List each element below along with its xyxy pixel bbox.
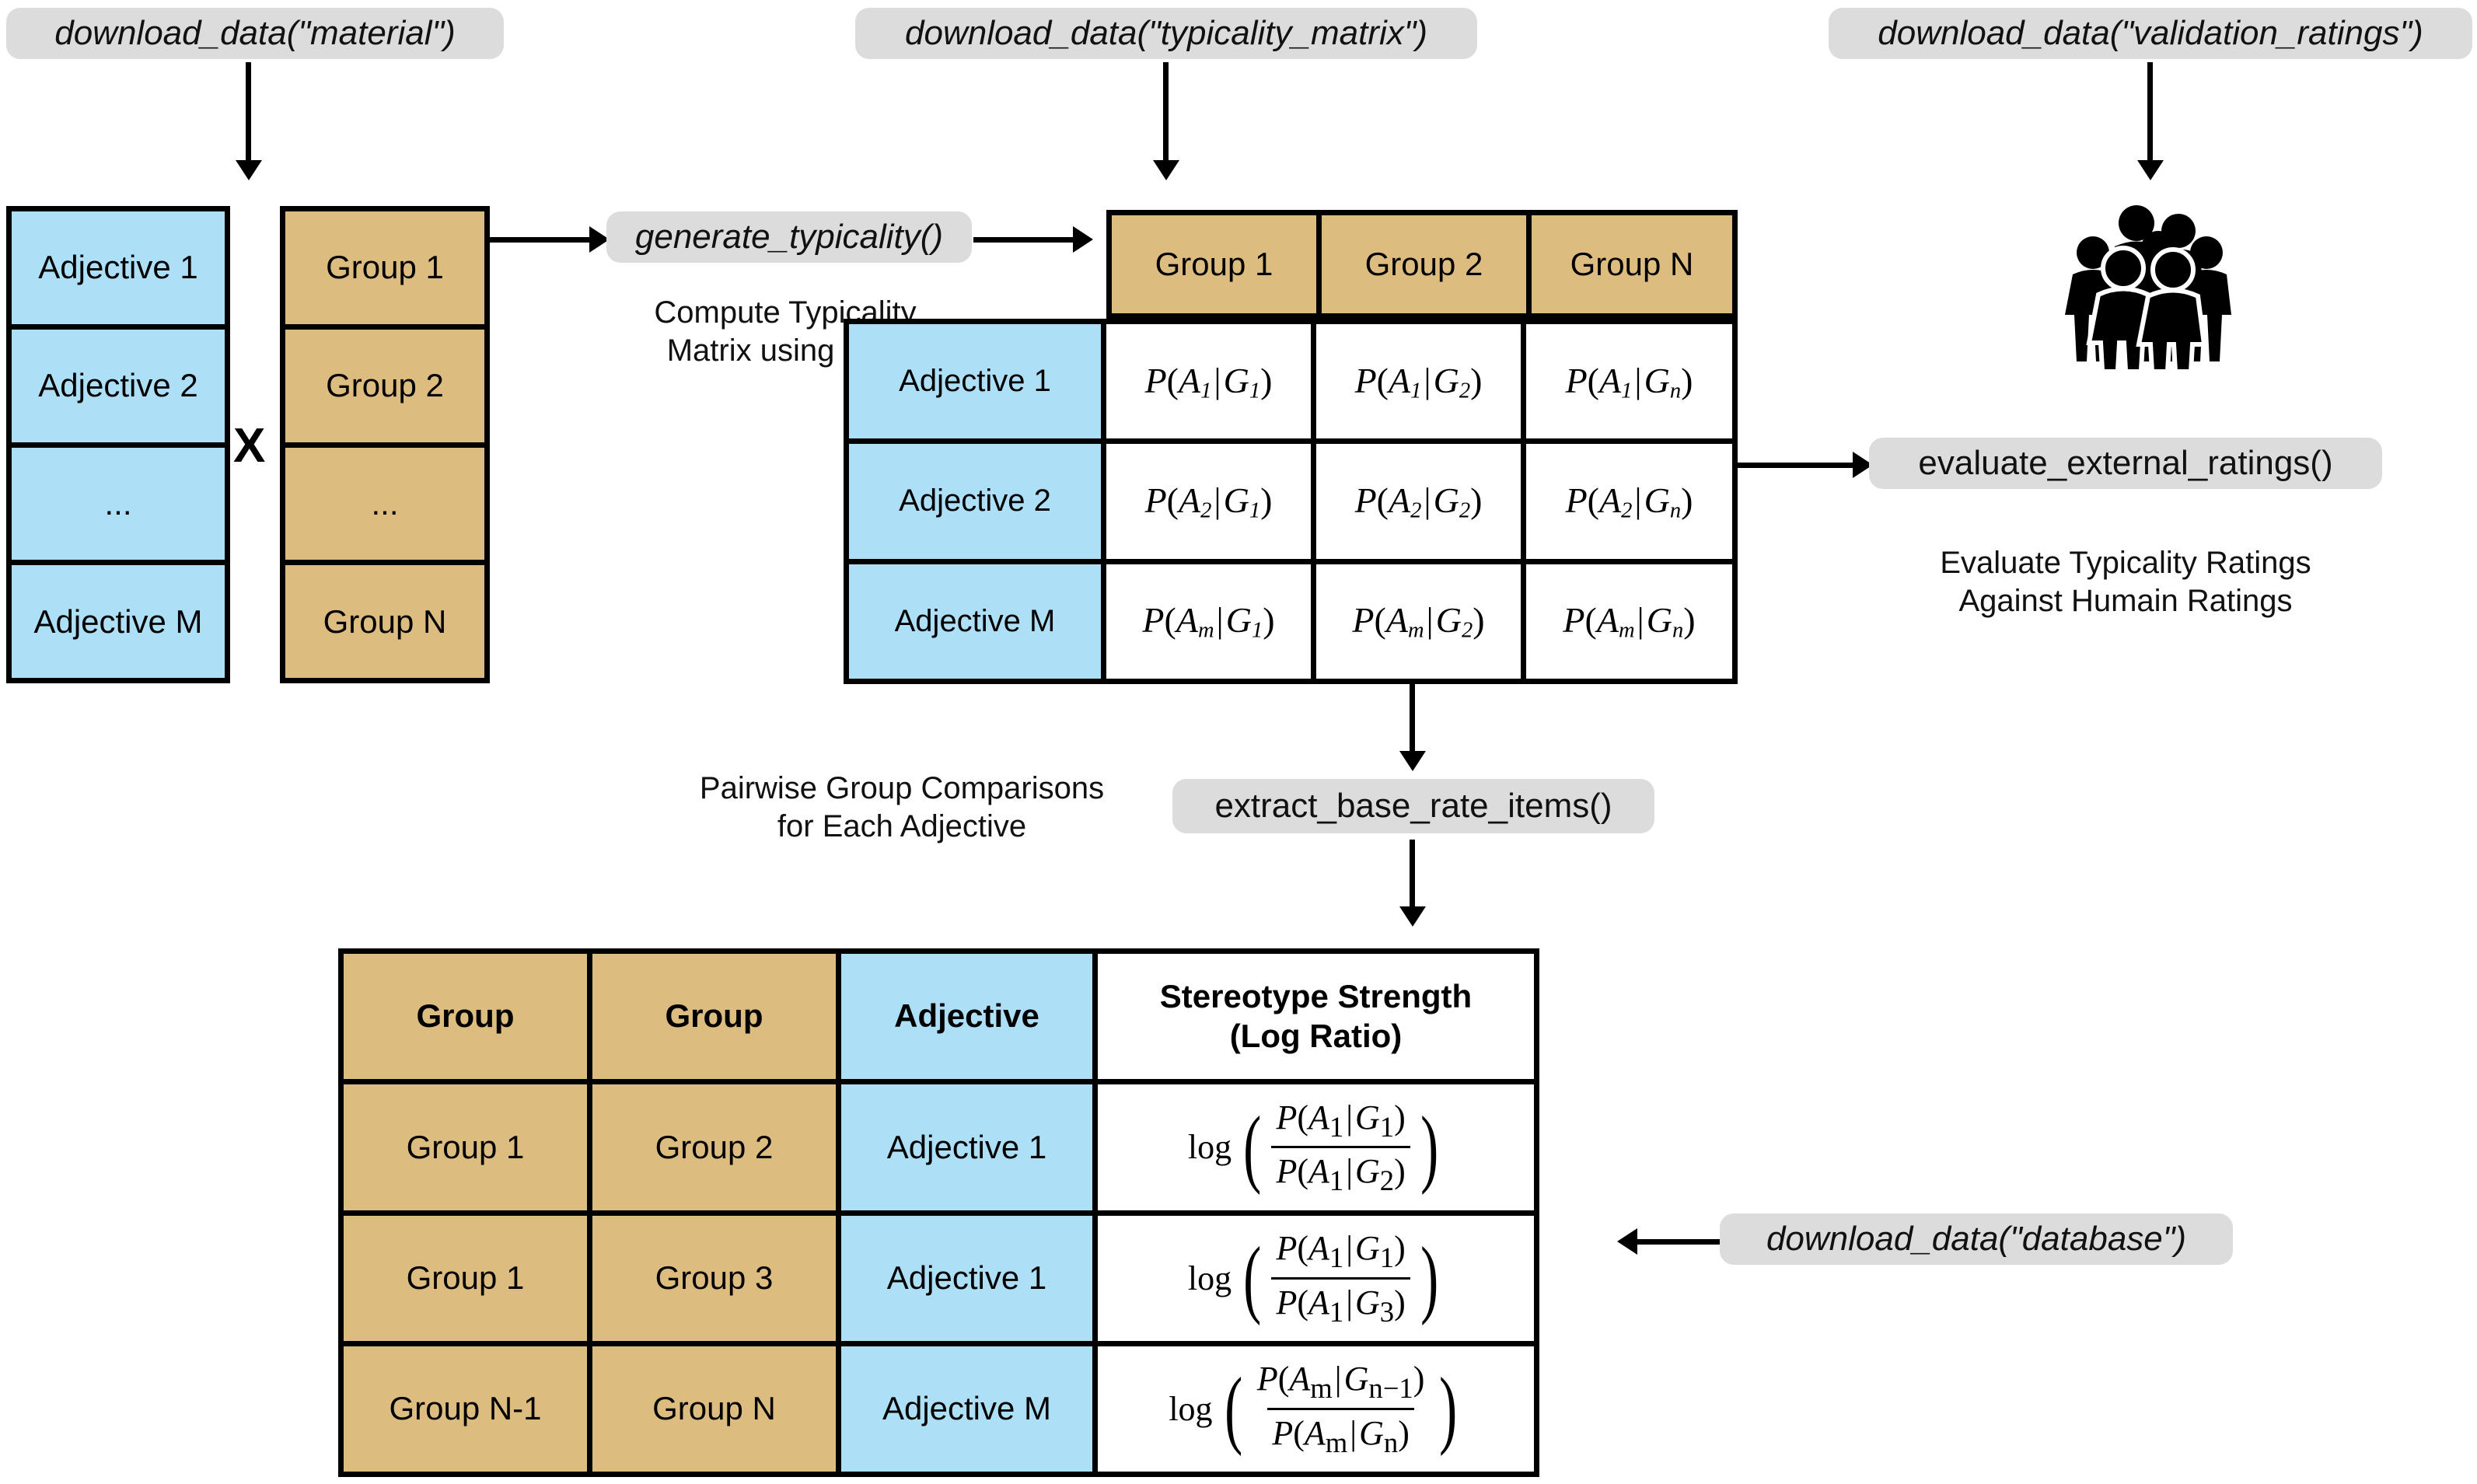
cell-log-ratio: log ( P(Am|Gn−1) P(Am|Gn) ) (1098, 1346, 1534, 1472)
matrix-col-header: Group 1 (1112, 215, 1322, 313)
arrow-group-to-generate-line (490, 237, 591, 243)
cell-adjective: Adjective 1 (841, 1215, 1098, 1341)
arrow-matrix-to-evaluate-line (1738, 463, 1854, 468)
matrix-row-header: Adjective 1 (849, 324, 1106, 439)
cell-group-b: Group N (592, 1346, 841, 1472)
adjective-list: Adjective 1 Adjective 2 ... Adjective M (6, 206, 230, 683)
arrow-extract-to-table-head (1399, 906, 1426, 927)
matrix-cell: P(Am|Gn) (1526, 564, 1732, 679)
group-list: Group 1 Group 2 ... Group N (280, 206, 490, 683)
adjective-cell[interactable]: ... (12, 447, 225, 566)
cell-group-a: Group 1 (344, 1084, 592, 1210)
log-label: log (1169, 1389, 1213, 1428)
matrix-cell: P(A2|G1) (1106, 444, 1316, 559)
arrow-typicality-head (1153, 160, 1179, 180)
matrix-cell: P(A2|Gn) (1526, 444, 1732, 559)
arrow-database-line (1636, 1239, 1721, 1245)
arrow-matrix-to-extract-head (1399, 751, 1426, 771)
log-label: log (1187, 1259, 1232, 1297)
pill-generate-typicality[interactable]: generate_typicality() (606, 211, 972, 263)
table-row: Group 1 Group 2 Adjective 1 log ( P(A1|G… (344, 1084, 1534, 1216)
table-row: Group 1 Group 3 Adjective 1 log ( P(A1|G… (344, 1215, 1534, 1346)
typicality-matrix-header: Group 1 Group 2 Group N (1106, 210, 1738, 319)
cell-log-ratio: log ( P(A1|G1) P(A1|G2) ) (1098, 1084, 1534, 1210)
pill-download-validation-ratings[interactable]: download_data("validation_ratings") (1829, 8, 2472, 59)
column-header-group-b: Group (592, 954, 841, 1080)
arrow-extract-to-table-line (1410, 840, 1415, 910)
people-group-icon (2065, 205, 2231, 369)
matrix-row: Adjective M P(Am|G1) P(Am|G2) P(Am|Gn) (849, 564, 1732, 679)
arrow-group-to-generate-head (589, 226, 610, 253)
matrix-cell: P(A1|G2) (1316, 324, 1526, 439)
arrow-generate-to-matrix-line (973, 237, 1074, 243)
arrow-validation-head (2137, 160, 2164, 180)
typicality-matrix-body: Adjective 1 P(A1|G1) P(A1|G2) P(A1|Gn) A… (844, 319, 1738, 684)
column-header-group-a: Group (344, 954, 592, 1080)
pill-extract-base-rate-items[interactable]: extract_base_rate_items() (1172, 779, 1654, 833)
matrix-cell: P(A1|G1) (1106, 324, 1316, 439)
arrow-material-line (246, 62, 251, 163)
adjective-cell[interactable]: Adjective M (12, 565, 225, 678)
matrix-row-header: Adjective M (849, 564, 1106, 679)
matrix-row-header: Adjective 2 (849, 444, 1106, 559)
cell-group-a: Group 1 (344, 1215, 592, 1341)
arrow-database-head (1617, 1228, 1637, 1255)
caption-pairwise-comparisons: Pairwise Group Comparisons for Each Adje… (699, 771, 1105, 843)
group-cell[interactable]: Group 1 (285, 211, 484, 330)
matrix-col-header: Group N (1532, 215, 1732, 313)
cell-group-b: Group 3 (592, 1215, 841, 1341)
adjective-cell[interactable]: Adjective 2 (12, 329, 225, 448)
log-label: log (1187, 1128, 1232, 1167)
cell-group-b: Group 2 (592, 1084, 841, 1210)
caption-evaluate-human-ratings: Evaluate Typicality Ratings Against Huma… (1940, 546, 2311, 618)
pill-download-material[interactable]: download_data("material") (6, 8, 504, 59)
matrix-cell: P(A1|Gn) (1526, 324, 1732, 439)
matrix-row: Adjective 2 P(A2|G1) P(A2|G2) P(A2|Gn) (849, 444, 1732, 564)
group-cell[interactable]: Group 2 (285, 329, 484, 448)
pill-evaluate-external-ratings[interactable]: evaluate_external_ratings() (1869, 438, 2382, 489)
cell-adjective: Adjective 1 (841, 1084, 1098, 1210)
matrix-cell: P(A2|G2) (1316, 444, 1526, 559)
matrix-col-header: Group 2 (1322, 215, 1532, 313)
matrix-cell: P(Am|G2) (1316, 564, 1526, 679)
cell-group-a: Group N-1 (344, 1346, 592, 1472)
pill-download-typicality-matrix[interactable]: download_data("typicality_matrix") (855, 8, 1477, 59)
arrow-typicality-line (1163, 62, 1169, 163)
column-header-adjective: Adjective (841, 954, 1098, 1080)
matrix-cell: P(Am|G1) (1106, 564, 1316, 679)
group-cell[interactable]: Group N (285, 565, 484, 678)
table-header-row: Group Group Adjective Stereotype Strengt… (344, 954, 1534, 1085)
cell-adjective: Adjective M (841, 1346, 1098, 1472)
adjective-cell[interactable]: Adjective 1 (12, 211, 225, 330)
cross-product-operator: X (233, 419, 266, 473)
pill-download-database[interactable]: download_data("database") (1720, 1213, 2233, 1265)
column-header-stereotype-strength: Stereotype Strength (Log Ratio) (1098, 954, 1534, 1080)
arrow-validation-line (2147, 62, 2153, 163)
matrix-row: Adjective 1 P(A1|G1) P(A1|G2) P(A1|Gn) (849, 324, 1732, 445)
table-row: Group N-1 Group N Adjective M log ( P(Am… (344, 1346, 1534, 1472)
arrow-material-head (236, 160, 262, 180)
group-cell[interactable]: ... (285, 447, 484, 566)
arrow-generate-to-matrix-head (1073, 226, 1093, 253)
results-table: Group Group Adjective Stereotype Strengt… (338, 948, 1539, 1477)
cell-log-ratio: log ( P(A1|G1) P(A1|G3) ) (1098, 1215, 1534, 1341)
arrow-matrix-to-extract-line (1410, 684, 1415, 754)
